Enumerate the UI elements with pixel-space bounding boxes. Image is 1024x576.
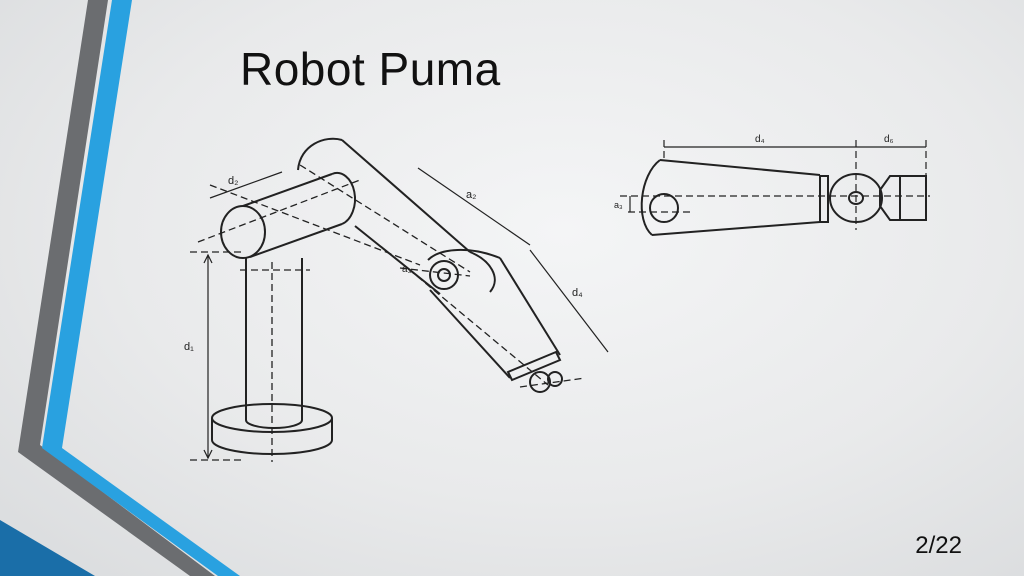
gray-stripe xyxy=(18,0,215,576)
upper-arm xyxy=(297,137,496,295)
dimension-lines xyxy=(203,167,609,460)
forearm xyxy=(427,248,562,382)
label-d1: d₁ xyxy=(184,341,194,353)
shoulder-cylinder xyxy=(220,171,357,259)
wrist-axes xyxy=(620,140,930,230)
wrist-joint xyxy=(529,371,563,393)
dark-blue-corner xyxy=(0,520,95,576)
robot-column xyxy=(245,258,303,429)
label-d4: d₄ xyxy=(572,287,583,299)
wrist-label-d4: d₄ xyxy=(755,134,765,145)
label-a3: a₃ xyxy=(402,264,412,275)
page-number: 2/22 xyxy=(915,532,962,559)
wrist-side-view xyxy=(640,159,927,236)
wrist-dimension-lines xyxy=(629,146,926,212)
wrist-label-a3: a₃ xyxy=(614,200,623,210)
elbow-joint xyxy=(429,260,459,290)
label-d2: d₂ xyxy=(228,175,238,187)
label-a2: a₂ xyxy=(466,189,476,201)
slide-title: Robot Puma xyxy=(240,43,501,95)
joint-axes xyxy=(190,164,586,462)
blue-stripe xyxy=(42,0,240,576)
wrist-label-d6: d₆ xyxy=(884,134,894,145)
